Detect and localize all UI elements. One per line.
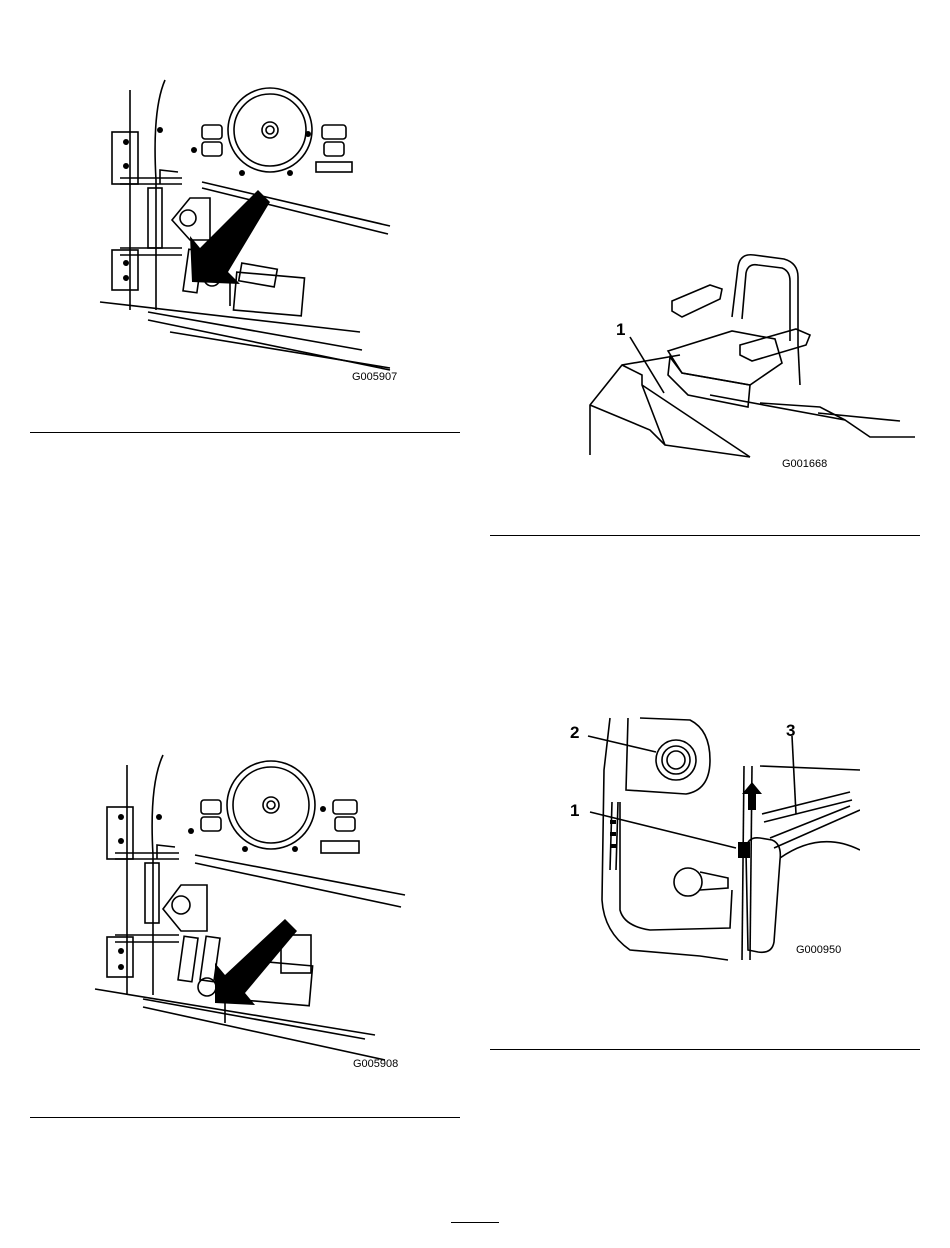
callout-2: 2 (570, 723, 579, 742)
section-rule-3 (30, 1117, 460, 1118)
figure-seat: 1 G001668 (570, 245, 920, 475)
figure-id: G000950 (796, 944, 841, 956)
figure-id: G005908 (353, 1058, 398, 1070)
deck-pin-illustration-1: G005907 (90, 70, 470, 390)
figure-deck-pin-bottom: G005908 (85, 745, 465, 1075)
figure-deck-pin-top: G005907 (90, 70, 470, 390)
callout-3: 3 (786, 721, 795, 740)
figure-id: G001668 (782, 458, 827, 470)
section-rule-1 (30, 432, 460, 433)
section-rule-2 (490, 535, 920, 536)
callout-1: 1 (570, 801, 579, 820)
figure-id: G005907 (352, 371, 397, 383)
deck-pin-illustration-2: G005908 (85, 745, 465, 1075)
callout-1: 1 (616, 320, 625, 339)
figure-controls: 2 3 1 G000950 (560, 710, 860, 970)
section-rule-4 (490, 1049, 920, 1050)
page-number-rule (451, 1222, 499, 1223)
seat-illustration: 1 G001668 (570, 245, 920, 475)
controls-illustration: 2 3 1 G000950 (560, 710, 860, 970)
